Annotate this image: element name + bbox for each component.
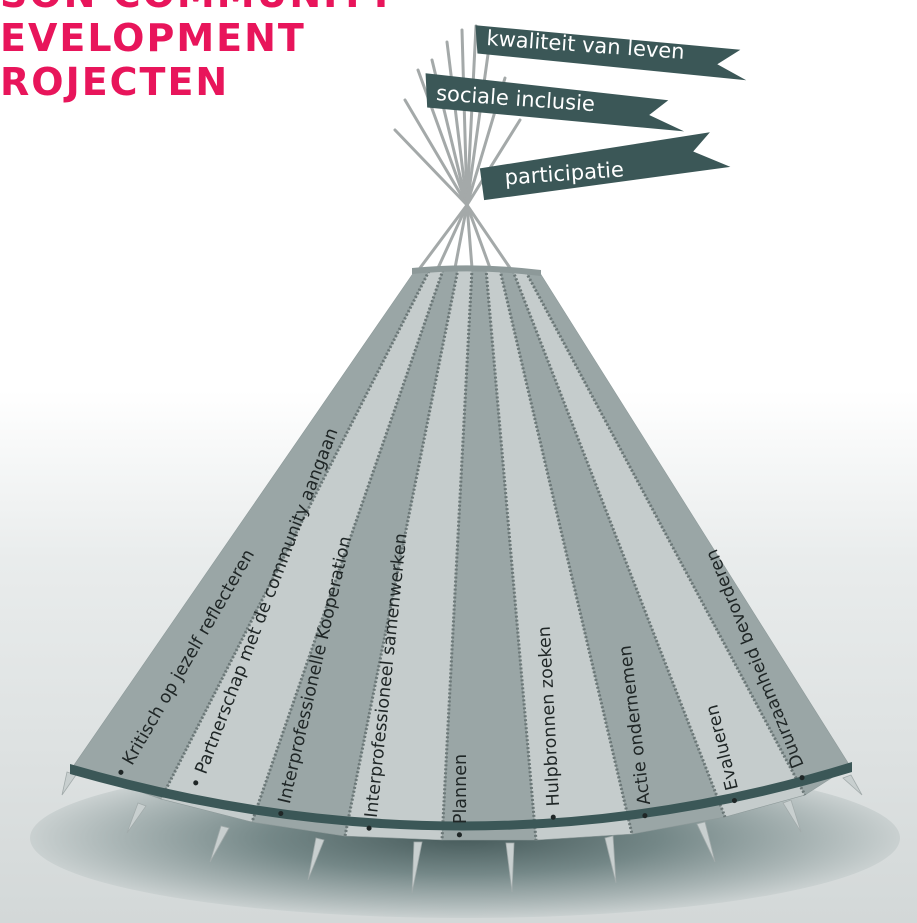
teepee-cone	[71, 268, 851, 841]
tent-pegs	[61, 771, 863, 894]
title-line-3: ROJECTEN	[0, 60, 230, 104]
flag-participatie: participatie	[479, 132, 731, 201]
cone-rim	[70, 762, 852, 831]
flag-kwaliteit-van-leven: kwaliteit van leven	[475, 25, 747, 81]
page-title: SON COMMUNITY EVELOPMENT ROJECTEN	[0, 0, 397, 104]
teepee-poles	[393, 24, 522, 270]
flag-sociale-inclusie: sociale inclusie	[425, 73, 685, 132]
title-line-2: EVELOPMENT	[0, 16, 306, 60]
segment-label-plannen: • Plannen	[451, 754, 471, 840]
cone-top-band	[412, 265, 541, 276]
title-line-1: SON COMMUNITY	[0, 0, 397, 16]
cone-stitching	[159, 268, 807, 841]
